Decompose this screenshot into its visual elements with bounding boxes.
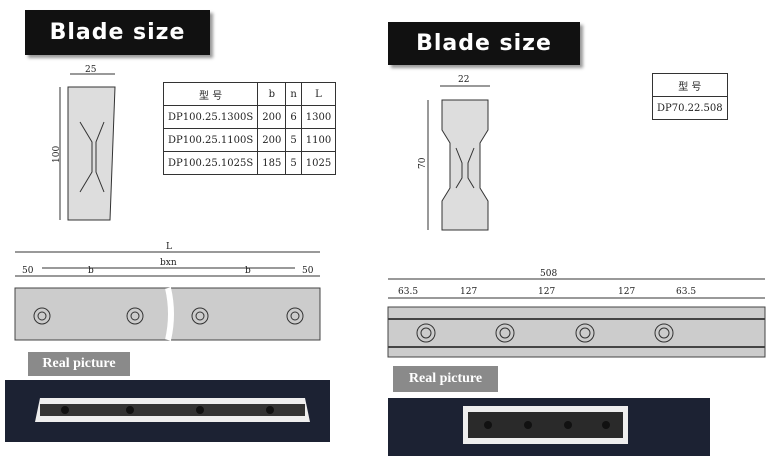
left-dim-height: 100 xyxy=(52,146,62,163)
right-real-photo xyxy=(388,398,710,456)
left-real-photo xyxy=(5,380,330,442)
right-blade-profile: 22 70 xyxy=(418,75,490,231)
right-strip-drawing: 508 63.5 127 127 127 63.5 xyxy=(387,269,766,358)
svg-text:b: b xyxy=(88,266,94,276)
svg-text:127: 127 xyxy=(538,287,555,297)
svg-text:63.5: 63.5 xyxy=(676,287,696,297)
svg-text:50: 50 xyxy=(22,266,34,276)
svg-text:127: 127 xyxy=(618,287,635,297)
right-spec-table: 型 号 DP70.22.508 xyxy=(652,73,728,120)
svg-text:L: L xyxy=(166,242,172,252)
right-dim-width: 22 xyxy=(458,75,469,85)
svg-text:63.5: 63.5 xyxy=(398,287,418,297)
right-title: Blade size xyxy=(388,22,580,65)
left-title: Blade size xyxy=(25,10,210,55)
svg-text:b: b xyxy=(245,266,251,276)
right-dim-height: 70 xyxy=(418,157,428,169)
svg-text:508: 508 xyxy=(540,269,557,279)
svg-text:bxn: bxn xyxy=(160,258,177,268)
left-dim-width: 25 xyxy=(85,65,97,75)
svg-text:50: 50 xyxy=(302,266,314,276)
svg-text:127: 127 xyxy=(460,287,477,297)
right-real-picture-label: Real picture xyxy=(393,366,498,392)
left-blade-profile: 25 100 xyxy=(52,65,116,221)
left-strip-drawing: L bxn 50 b b 50 xyxy=(14,242,321,341)
left-real-picture-label: Real picture xyxy=(28,352,130,376)
table-row: DP70.22.508 xyxy=(652,96,728,120)
